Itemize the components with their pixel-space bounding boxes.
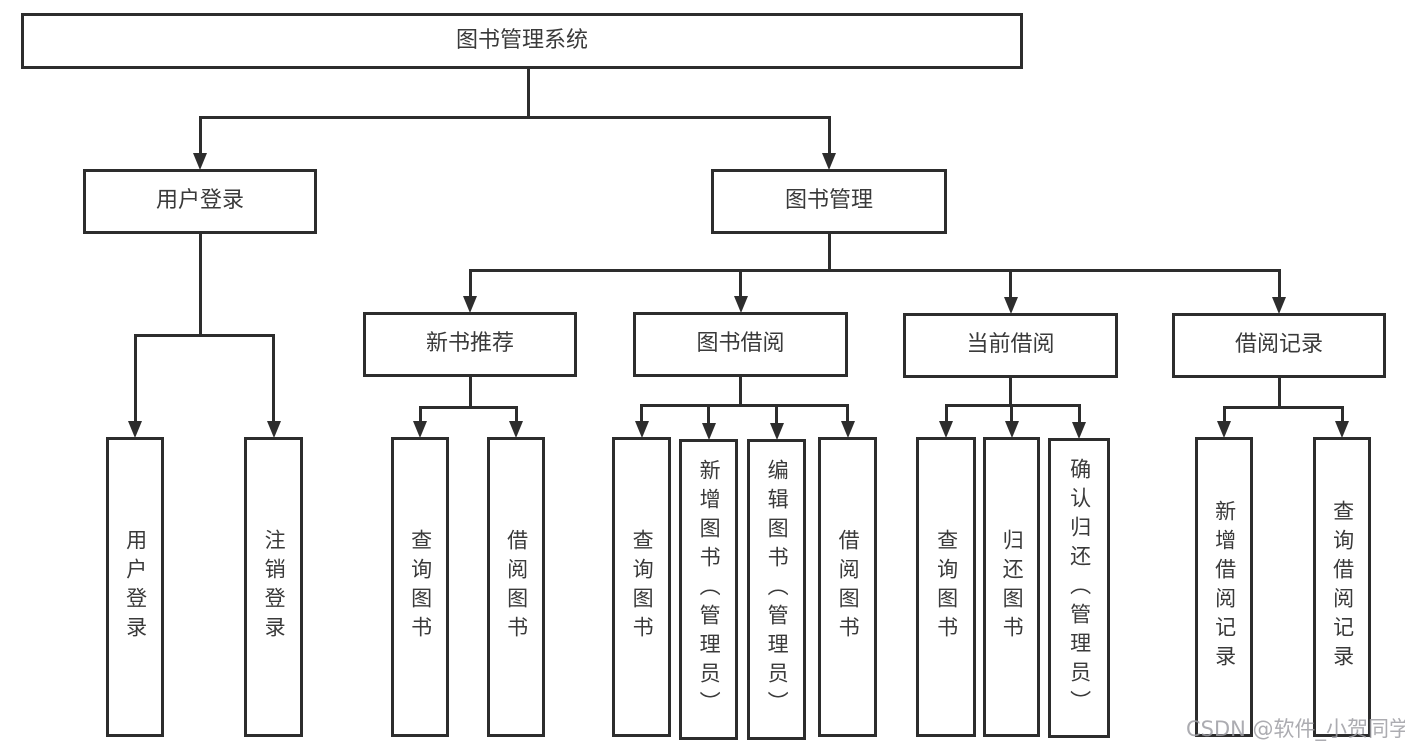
arrow-head-icon: [1072, 422, 1086, 439]
node-leaf-borrow-book-2: 借阅图书: [818, 437, 877, 737]
node-label-leaf-user-login: 用户登录: [123, 529, 148, 645]
node-current-borrowing: 当前借阅: [903, 313, 1118, 378]
node-label-new-book-recommend: 新书推荐: [425, 331, 514, 357]
connector-line-vertical: [272, 335, 275, 423]
connector-line-vertical: [198, 117, 202, 155]
node-label-borrowing-records: 借阅记录: [1234, 332, 1323, 358]
node-leaf-query-book-1: 查询图书: [391, 437, 449, 737]
node-label-root: 图书管理系统: [455, 27, 588, 53]
connector-line-vertical: [468, 270, 472, 298]
connector-line-vertical: [526, 69, 530, 117]
connector-line-vertical: [198, 234, 202, 335]
connector-line-vertical: [1010, 405, 1013, 423]
node-leaf-add-borrow-record: 新增借阅记录: [1195, 437, 1253, 737]
node-leaf-borrow-book-1: 借阅图书: [487, 437, 545, 737]
node-root: 图书管理系统: [21, 13, 1023, 69]
node-leaf-edit-book: 编辑图书（管理员）: [747, 439, 806, 740]
node-borrowing-records: 借阅记录: [1172, 313, 1386, 378]
node-new-book-recommend: 新书推荐: [363, 312, 577, 377]
arrow-head-icon: [413, 421, 427, 438]
arrow-head-icon: [1217, 421, 1231, 438]
connector-line-vertical: [133, 335, 137, 423]
arrow-head-icon: [1003, 297, 1018, 314]
connector-line-vertical: [1340, 407, 1344, 423]
arrow-head-icon: [840, 421, 855, 438]
node-book-borrowing: 图书借阅: [633, 312, 848, 377]
connector-line-vertical: [514, 407, 518, 423]
arrow-head-icon: [769, 423, 784, 440]
node-leaf-query-borrow-record: 查询借阅记录: [1313, 437, 1371, 737]
node-label-leaf-logout: 注销登录: [262, 529, 287, 645]
watermark: CSDN @软件_小贺同学: [1186, 717, 1405, 741]
node-label-leaf-add-borrow-record: 新增借阅记录: [1212, 500, 1237, 674]
node-user-login-group: 用户登录: [83, 169, 317, 234]
node-leaf-user-login: 用户登录: [106, 437, 164, 737]
connector-line-vertical: [468, 377, 472, 407]
node-leaf-query-book-2: 查询图书: [612, 437, 671, 737]
node-label-leaf-borrow-book-2: 借阅图书: [836, 529, 861, 645]
node-label-user-login-group: 用户登录: [155, 188, 244, 214]
connector-line-horizontal: [418, 405, 518, 409]
connector-line-horizontal: [1222, 405, 1344, 409]
node-leaf-add-book: 新增图书（管理员）: [679, 439, 738, 740]
connector-line-vertical: [640, 405, 643, 423]
node-leaf-query-book-3: 查询图书: [916, 437, 976, 737]
arrow-head-icon: [1272, 297, 1286, 314]
connector-line-vertical: [1277, 270, 1281, 299]
node-leaf-logout: 注销登录: [244, 437, 303, 737]
connector-line-vertical: [1009, 378, 1012, 405]
arrow-head-icon: [939, 421, 953, 438]
connector-line-vertical: [827, 117, 831, 155]
node-label-leaf-edit-book: 编辑图书（管理员）: [765, 459, 790, 720]
arrow-head-icon: [128, 421, 142, 438]
node-label-leaf-return-book: 归还图书: [1000, 529, 1025, 645]
node-label-book-management-group: 图书管理: [784, 188, 873, 214]
connector-line-vertical: [944, 405, 948, 423]
connector-line-vertical: [739, 377, 742, 405]
node-label-leaf-add-book: 新增图书（管理员）: [697, 459, 722, 720]
connector-line-vertical: [1222, 407, 1226, 423]
arrow-head-icon: [266, 421, 281, 438]
connector-line-vertical: [827, 234, 831, 270]
connector-line-vertical: [739, 270, 742, 298]
arrow-head-icon: [463, 296, 477, 313]
connector-line-vertical: [418, 407, 422, 423]
arrow-head-icon: [701, 423, 716, 440]
connector-line-vertical: [1009, 270, 1012, 299]
connector-line-vertical: [775, 405, 778, 425]
connector-line-vertical: [1277, 378, 1281, 407]
arrow-head-icon: [1004, 421, 1019, 438]
arrow-head-icon: [1335, 421, 1349, 438]
node-label-book-borrowing: 图书借阅: [696, 331, 785, 357]
connector-line-horizontal: [198, 115, 831, 119]
connector-line-vertical: [707, 405, 710, 425]
connector-line-vertical: [1077, 405, 1081, 424]
node-label-leaf-query-borrow-record: 查询借阅记录: [1330, 500, 1355, 674]
node-label-current-borrowing: 当前借阅: [966, 332, 1055, 358]
node-label-leaf-confirm-return: 确认归还（管理员）: [1067, 457, 1092, 719]
connector-line-horizontal: [468, 268, 1281, 272]
node-label-leaf-query-book-3: 查询图书: [934, 529, 959, 645]
node-label-leaf-query-book-1: 查询图书: [408, 529, 433, 645]
connector-line-horizontal: [640, 403, 849, 407]
connector-line-vertical: [846, 405, 849, 423]
arrow-head-icon: [509, 421, 523, 438]
arrow-head-icon: [733, 296, 748, 313]
arrow-head-icon: [822, 153, 836, 170]
arrow-head-icon: [634, 421, 649, 438]
arrow-head-icon: [193, 153, 207, 170]
node-label-leaf-query-book-2: 查询图书: [630, 529, 655, 645]
node-leaf-return-book: 归还图书: [983, 437, 1040, 737]
node-book-management-group: 图书管理: [711, 169, 947, 234]
connector-line-horizontal: [133, 333, 275, 337]
node-label-leaf-borrow-book-1: 借阅图书: [504, 529, 529, 645]
node-leaf-confirm-return: 确认归还（管理员）: [1048, 438, 1110, 738]
